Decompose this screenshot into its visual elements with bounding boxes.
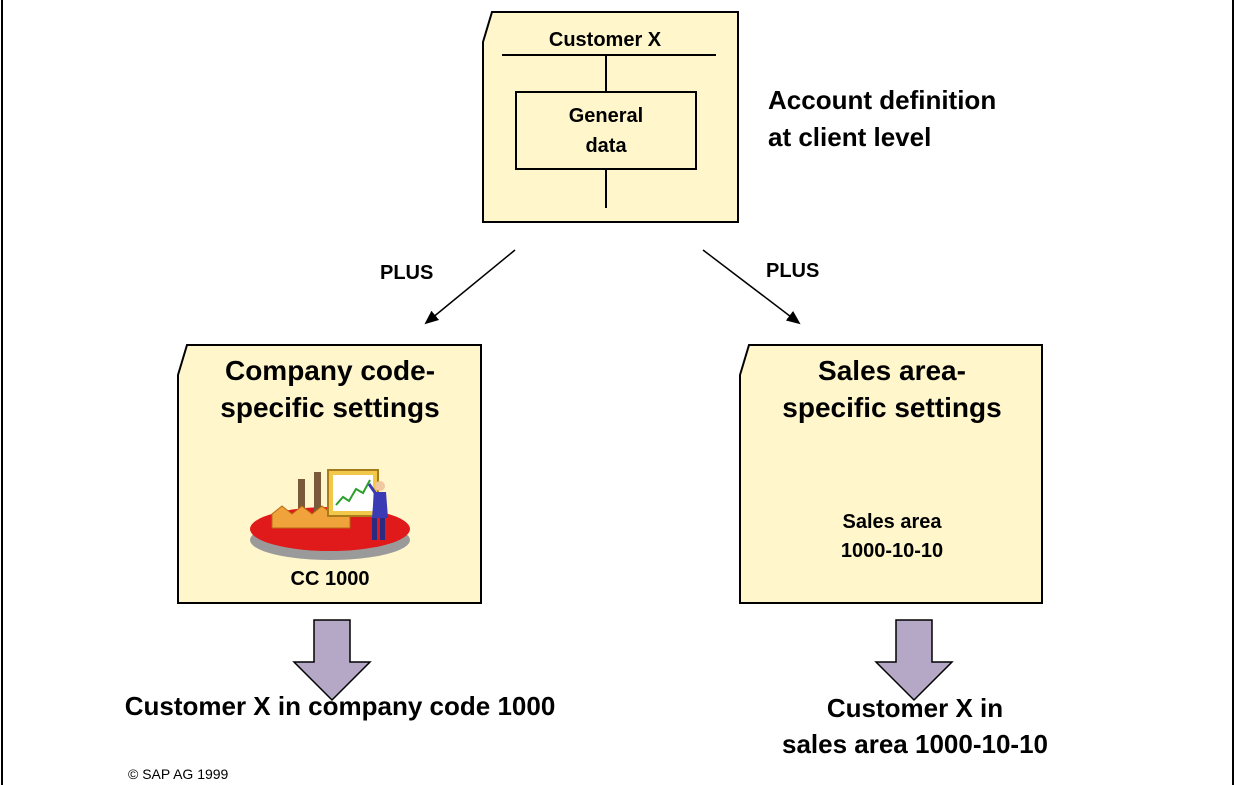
- sales-folder-title-line1: Sales area-: [818, 355, 966, 386]
- company-code-illustration: [250, 469, 410, 560]
- sales-area-label-line2: 1000-10-10: [840, 540, 944, 562]
- down-arrow-sales-area: [874, 619, 954, 702]
- side-note-line2: at client level: [768, 122, 932, 152]
- right-border: [1232, 0, 1234, 785]
- company-folder-title-line2: specific settings: [220, 392, 440, 423]
- plus-label-left: PLUS: [380, 262, 434, 284]
- client-folder-title: Customer X: [548, 29, 662, 51]
- chimney-icon: [314, 472, 321, 517]
- company-code-label: CC 1000: [290, 568, 370, 590]
- chimney-icon: [298, 479, 305, 517]
- general-data-label-line2: data: [585, 135, 627, 157]
- side-note-line1: Account definition: [768, 85, 997, 115]
- client-folder: [482, 11, 739, 223]
- sales-area-label-line1: Sales area: [842, 511, 942, 533]
- general-data-box: [515, 91, 697, 170]
- presenter-icon: [367, 481, 388, 540]
- result-company-code: Customer X in company code 1000: [124, 691, 556, 721]
- sales-folder-title-line2: specific settings: [782, 392, 1002, 423]
- plus-label-right: PLUS: [766, 260, 820, 282]
- trend-line-icon: [335, 479, 371, 506]
- down-arrow-company-code: [292, 619, 372, 702]
- arrow-to-sales-area: [702, 249, 801, 325]
- arrow-to-company-code: [424, 249, 516, 325]
- left-border: [1, 0, 3, 785]
- company-folder-title-line1: Company code-: [224, 355, 436, 386]
- sales-area-folder: [739, 344, 1043, 604]
- general-data-label-line1: General: [568, 105, 644, 127]
- result-sales-area-line2: sales area 1000-10-10: [781, 729, 1048, 759]
- result-sales-area-line1: Customer X in: [826, 693, 1004, 723]
- copyright-notice: © SAP AG 1999: [128, 766, 229, 782]
